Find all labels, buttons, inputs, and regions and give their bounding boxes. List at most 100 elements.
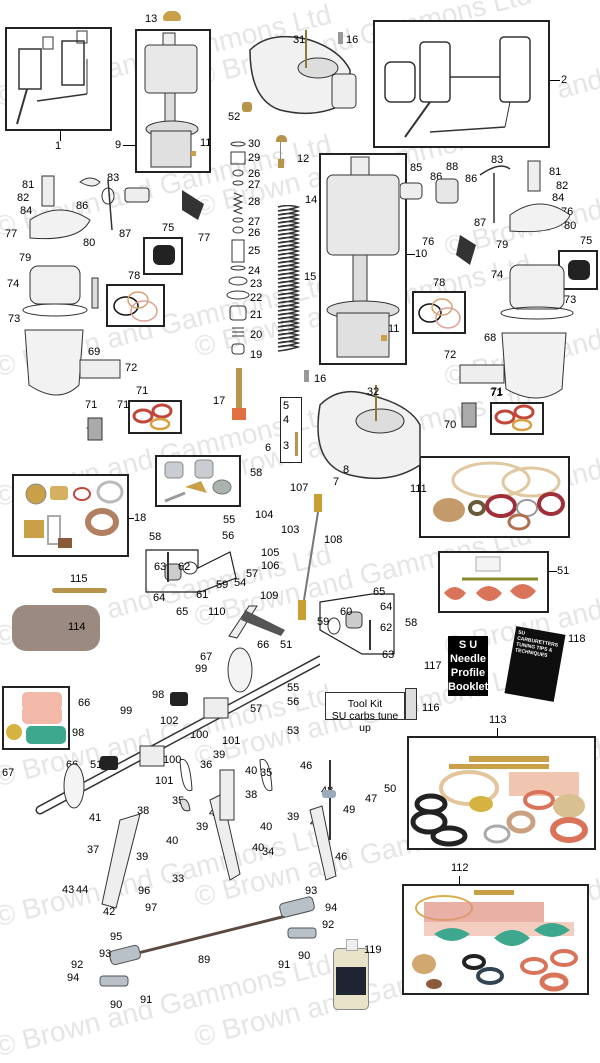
piston-box-9[interactable] bbox=[135, 29, 211, 173]
tuning-tips-booklet-118[interactable]: SU CARBURETTERS TUNING TIPS & TECHNIQUES bbox=[504, 626, 566, 702]
part-label: 51 bbox=[90, 759, 103, 771]
part-label: 103 bbox=[281, 524, 300, 536]
gasket-kit-photo bbox=[444, 556, 538, 601]
jet-17 bbox=[232, 368, 246, 420]
part-label: 13 bbox=[145, 13, 158, 25]
part-label: 78 bbox=[433, 277, 446, 289]
tool-kit-116[interactable]: Tool Kit SU carbs tune up bbox=[325, 692, 405, 734]
gasket-kit-box-51[interactable] bbox=[438, 551, 549, 613]
carb-body-lower[interactable] bbox=[310, 385, 430, 485]
part-label: 58 bbox=[149, 531, 162, 543]
part-label: 34 bbox=[262, 846, 275, 858]
part-label: 3 bbox=[283, 440, 290, 452]
part-label: 80 bbox=[83, 237, 96, 249]
part-label: 52 bbox=[228, 111, 241, 123]
linkage-group-58b[interactable] bbox=[140, 540, 240, 610]
part-label: 71 bbox=[117, 399, 130, 411]
part-label: 64 bbox=[380, 601, 393, 613]
part-label: 51 bbox=[280, 639, 293, 651]
part-label: 28 bbox=[248, 196, 261, 208]
gasket-set-box-111[interactable] bbox=[419, 456, 570, 538]
part-label: 46 bbox=[300, 760, 313, 772]
part-label: 5 bbox=[283, 400, 290, 412]
part-label: 71 bbox=[136, 385, 149, 397]
spanner-115 bbox=[52, 588, 107, 593]
gasket-set-box-112[interactable] bbox=[402, 884, 589, 995]
part-label: 4 bbox=[283, 414, 290, 426]
part-label: 22 bbox=[250, 292, 263, 304]
part-label: 26 bbox=[248, 168, 261, 180]
part-label: 93 bbox=[305, 885, 318, 897]
lever-assembly bbox=[101, 758, 337, 909]
jet-overhaul-kit-box-18[interactable] bbox=[12, 474, 129, 557]
linkage-kit-box-58a[interactable] bbox=[155, 455, 241, 507]
part-label: 119 bbox=[364, 944, 382, 956]
seal-kit-box-78a[interactable] bbox=[106, 284, 165, 327]
gasket-kit-box-66[interactable] bbox=[2, 686, 70, 750]
washer-kit-photo bbox=[494, 404, 535, 432]
overhaul-kit-box-113[interactable] bbox=[407, 736, 596, 850]
carb-pair-illustration bbox=[384, 36, 531, 138]
part-label: 95 bbox=[110, 931, 123, 943]
part-label: 77 bbox=[198, 232, 211, 244]
part-label: 55 bbox=[223, 514, 236, 526]
part-label: 23 bbox=[250, 278, 263, 290]
part-label: 57 bbox=[250, 703, 263, 715]
booklet-title: SU CARBURETTERS TUNING TIPS & TECHNIQUES bbox=[514, 629, 559, 659]
washer-kit-box-71b[interactable] bbox=[490, 402, 544, 435]
part-label: 54 bbox=[234, 577, 247, 589]
part-label: 73 bbox=[564, 294, 577, 306]
float-chamber-assembly-left[interactable] bbox=[20, 170, 210, 450]
part-label: 82 bbox=[17, 192, 30, 204]
part-label: 61 bbox=[196, 589, 209, 601]
linkage-group-58c[interactable] bbox=[310, 590, 405, 660]
carb-body-upper[interactable] bbox=[240, 30, 360, 125]
damper-photo bbox=[568, 260, 590, 280]
part-label: 88 bbox=[446, 161, 459, 173]
seal-kit-photo bbox=[113, 291, 158, 322]
piston-box-10[interactable] bbox=[319, 153, 407, 365]
part-label: 74 bbox=[491, 269, 504, 281]
carb-pair-box-2[interactable] bbox=[373, 20, 550, 148]
jet-needle-12 bbox=[276, 135, 291, 168]
booklet-line: Profile bbox=[450, 667, 486, 679]
part-label: 16 bbox=[314, 373, 327, 385]
part-label: 7 bbox=[333, 476, 340, 488]
part-label: 14 bbox=[305, 194, 318, 206]
part-label: 9 bbox=[115, 139, 122, 151]
part-label: 79 bbox=[496, 239, 509, 251]
part-label: 90 bbox=[110, 999, 123, 1011]
part-label: 101 bbox=[155, 775, 174, 787]
part-label: 75 bbox=[162, 222, 175, 234]
gasket-plate-114[interactable] bbox=[12, 605, 100, 651]
part-label: 113 bbox=[489, 714, 507, 726]
part-label: 86 bbox=[430, 171, 443, 183]
part-label: 8 bbox=[343, 464, 350, 476]
part-label: 98 bbox=[72, 727, 85, 739]
part-label: 63 bbox=[382, 649, 395, 661]
part-label: 78 bbox=[128, 270, 141, 282]
damper-kit-box-75a[interactable] bbox=[143, 237, 183, 275]
oil-bottle-119[interactable] bbox=[333, 939, 369, 1010]
part-label: 67 bbox=[2, 767, 15, 779]
booklet-line: S U bbox=[458, 639, 478, 651]
part-label: 53 bbox=[287, 725, 300, 737]
part-label: 92 bbox=[71, 959, 84, 971]
needle-profile-booklet-117[interactable]: S U Needle Profile Booklet bbox=[448, 636, 488, 696]
part-label: 37 bbox=[87, 844, 100, 856]
part-label: 32 bbox=[367, 386, 380, 398]
part-label: 69 bbox=[88, 346, 101, 358]
jet-kit-box-6[interactable]: 5 4 3 bbox=[280, 397, 302, 463]
carb-pair-box-1[interactable] bbox=[5, 27, 112, 131]
gasket-set-photo bbox=[433, 461, 565, 531]
float-chamber-assembly-right[interactable] bbox=[400, 155, 580, 455]
choke-cable-89[interactable] bbox=[80, 880, 330, 990]
part-label: 117 bbox=[424, 660, 442, 672]
part-label: 94 bbox=[325, 902, 338, 914]
throttle-spindle-assembly[interactable] bbox=[30, 640, 320, 840]
washer-kit-box-71a[interactable] bbox=[128, 400, 182, 434]
part-label: 11 bbox=[200, 137, 212, 149]
seal-kit-box-78b[interactable] bbox=[412, 291, 466, 334]
part-label: 83 bbox=[107, 172, 120, 184]
part-label: 86 bbox=[76, 200, 89, 212]
